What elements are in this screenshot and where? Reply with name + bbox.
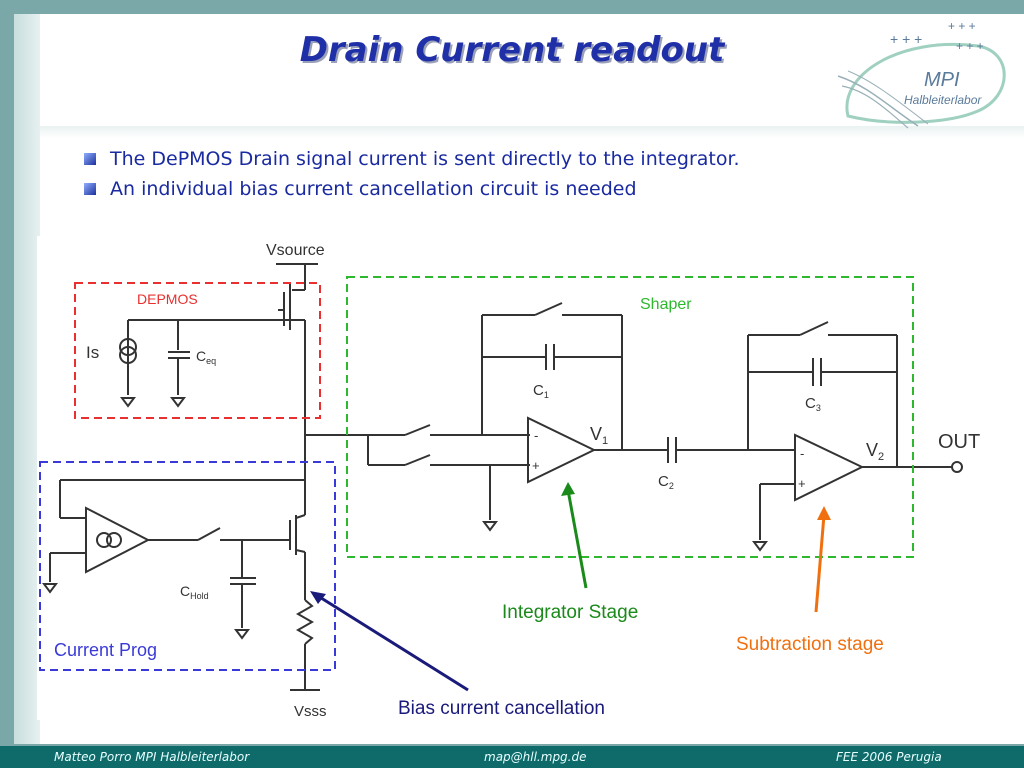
- footer-email: map@hll.mpg.de: [484, 750, 587, 764]
- integrator-arrowhead: [561, 482, 575, 496]
- c2-sub: 2: [669, 481, 674, 491]
- ceq-sub: eq: [206, 356, 216, 366]
- circuit-diagram-panel: Vsource Vsss DEPMOS Is Ceq CHold Current…: [37, 236, 1015, 720]
- switch-1: [404, 424, 431, 436]
- footer-bar: Matteo Porro MPI Halbleiterlabor map@hll…: [0, 746, 1024, 768]
- shaper-box: [346, 276, 914, 558]
- ground-icon: [170, 397, 186, 408]
- header-divider: [40, 126, 1024, 138]
- svg-text:+: +: [532, 458, 540, 473]
- bias-arrow: [317, 594, 469, 692]
- depmos-box: [74, 282, 321, 419]
- switch-reset-1: [534, 302, 563, 316]
- hold-switch: [197, 527, 221, 541]
- ota-symbol-icon: [96, 532, 112, 548]
- switch-2: [404, 454, 431, 466]
- transconductance-amp: [85, 506, 151, 574]
- out-label: OUT: [938, 431, 980, 453]
- chold-sub: Hold: [190, 591, 209, 601]
- subtraction-opamp: [794, 433, 865, 502]
- ground-icon: [482, 521, 498, 532]
- svg-text:CHold: CHold: [180, 583, 209, 601]
- vsss-label: Vsss: [294, 703, 327, 720]
- v1-label: V: [590, 424, 602, 444]
- c1-label: C: [533, 382, 544, 399]
- slide-title: Drain Current readout: [299, 30, 725, 70]
- shaper-label: Shaper: [640, 296, 692, 313]
- bullet-square-icon: [84, 183, 96, 195]
- switch-reset-2: [799, 321, 829, 336]
- svg-text:V2: V2: [866, 440, 884, 463]
- current-prog-label: Current Prog: [54, 640, 157, 660]
- out-terminal: [951, 461, 963, 473]
- circuit-diagram: Vsource Vsss DEPMOS Is Ceq CHold Current…: [39, 242, 980, 720]
- svg-text:+: +: [798, 476, 806, 491]
- c3-sub: 3: [816, 403, 821, 413]
- v2-label: V: [866, 440, 878, 460]
- svg-text:C1: C1: [533, 382, 549, 400]
- subtraction-annotation: Subtraction stage: [736, 634, 884, 655]
- c1-sub: 1: [544, 390, 549, 400]
- is-label: Is: [86, 343, 99, 362]
- ceq-label: C: [196, 348, 206, 364]
- ground-icon: [234, 629, 250, 640]
- bullet-2-text: An individual bias current cancellation …: [110, 178, 637, 200]
- subtraction-arrow: [814, 514, 826, 613]
- bullet-1: The DePMOS Drain signal current is sent …: [84, 148, 740, 170]
- c3-label: C: [805, 395, 816, 412]
- logo-halbleiterlabor-text: Halbleiterlabor: [904, 93, 982, 107]
- svg-text:+ + +: + + +: [956, 39, 984, 53]
- svg-text:C3: C3: [805, 395, 821, 413]
- ground-icon: [752, 541, 768, 552]
- depmos-label: DEPMOS: [137, 291, 198, 307]
- subtraction-arrowhead: [817, 506, 831, 520]
- left-decor-stripe: [14, 14, 40, 744]
- bullet-2: An individual bias current cancellation …: [84, 178, 637, 200]
- svg-text:C2: C2: [658, 473, 674, 491]
- svg-text:+ + +: + + +: [948, 19, 976, 33]
- bias-arrowhead: [310, 591, 326, 604]
- v1-sub: 1: [602, 435, 608, 447]
- vsource-label: Vsource: [266, 242, 325, 259]
- mpi-logo: + + + + + + + + + MPI Halbleiterlabor: [837, 19, 1006, 129]
- integrator-opamp: [527, 416, 597, 484]
- current-prog-box: [39, 461, 336, 671]
- bullet-square-icon: [84, 153, 96, 165]
- chold-label: C: [180, 583, 190, 599]
- logo-mpi-text: MPI: [924, 69, 960, 91]
- svg-text:+ + +: + + +: [890, 31, 922, 47]
- footer-author: Matteo Porro MPI Halbleiterlabor: [54, 750, 250, 764]
- svg-text:-: -: [534, 428, 538, 443]
- bullet-1-text: The DePMOS Drain signal current is sent …: [110, 148, 740, 170]
- bias-annotation: Bias current cancellation: [398, 698, 605, 719]
- ground-icon: [120, 397, 136, 408]
- v2-sub: 2: [878, 451, 884, 463]
- integrator-annotation: Integrator Stage: [502, 602, 638, 623]
- c2-label: C: [658, 473, 669, 490]
- bias-resistor: [295, 599, 315, 645]
- svg-text:V1: V1: [590, 424, 608, 447]
- integrator-arrow: [566, 489, 588, 589]
- footer-event: FEE 2006 Perugia: [836, 750, 942, 764]
- ground-icon: [42, 583, 58, 594]
- svg-text:Ceq: Ceq: [196, 348, 216, 366]
- svg-text:-: -: [800, 446, 804, 461]
